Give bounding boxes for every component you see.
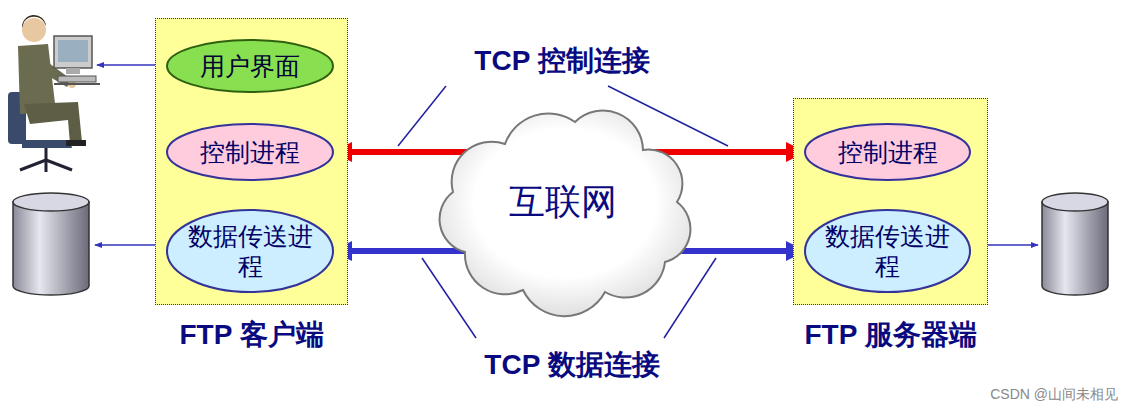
connection-label: TCP 控制连接 — [474, 42, 649, 80]
process-ellipse: 数据传送进程 — [804, 209, 971, 293]
box-heading: FTP 服务器端 — [804, 316, 976, 354]
ellipse-outline — [167, 124, 333, 180]
cloud-outline — [440, 111, 691, 317]
ellipse-outline — [167, 210, 333, 292]
internet-cloud: 互联网 — [425, 100, 700, 305]
process-label: 数据传送进程 — [166, 221, 334, 281]
ellipse-shape — [166, 209, 334, 293]
ui-ellipse: 用户界面 — [166, 39, 334, 93]
process-ellipse: 控制进程 — [804, 123, 971, 181]
ellipse-outline — [167, 40, 333, 92]
process-ellipse: 控制进程 — [166, 123, 334, 181]
disk-symbol — [13, 193, 89, 295]
watermark: CSDN @山间未相见 — [990, 386, 1118, 404]
ellipse-outline — [805, 210, 970, 292]
cloud-label: 互联网 — [509, 178, 617, 227]
ellipse-outline — [805, 124, 970, 180]
user-figure — [8, 15, 100, 172]
disk-symbol — [1042, 193, 1108, 295]
process-label: 控制进程 — [186, 137, 314, 167]
leader-line — [398, 86, 728, 338]
client-box: FTP 客户端用户界面控制进程数据传送进程 — [155, 18, 348, 305]
server-box: FTP 服务器端控制进程数据传送进程 — [793, 98, 988, 305]
box-heading: FTP 客户端 — [179, 316, 323, 354]
process-ellipse: 数据传送进程 — [166, 209, 334, 293]
process-label: 用户界面 — [186, 51, 314, 81]
process-label: 数据传送进程 — [804, 221, 971, 281]
process-label: 控制进程 — [824, 137, 952, 167]
connection-label: TCP 数据连接 — [484, 346, 659, 384]
ellipse-shape — [804, 209, 971, 293]
